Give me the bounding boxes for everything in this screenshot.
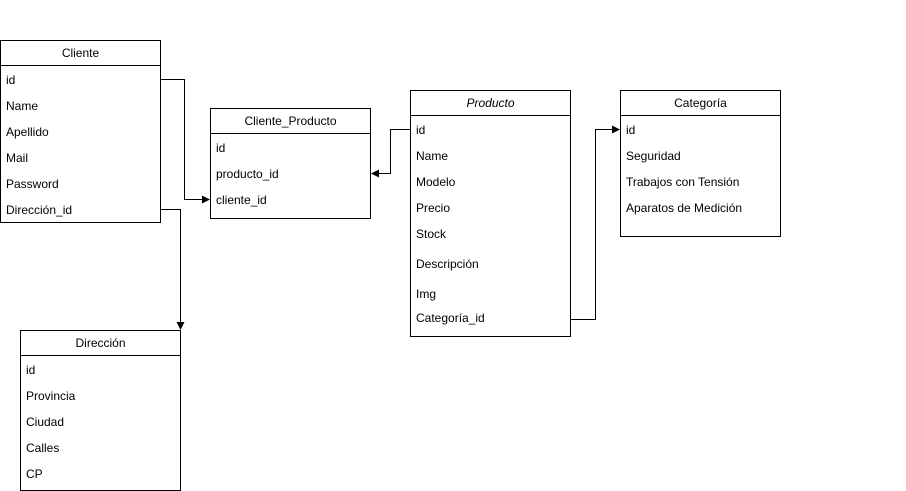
field-producto-descripcion: Descripción [416,257,479,271]
field-producto-modelo: Modelo [416,175,456,189]
field-direccion-cp: CP [26,467,43,481]
entity-cliente-producto-title: Cliente_Producto [211,109,370,134]
connector-producto-to-categoria [570,125,620,320]
field-direccion-id: id [26,363,36,377]
field-cliente-producto-producto-id: producto_id [216,167,279,181]
field-cliente-producto-cliente-id: cliente_id [216,193,267,207]
entity-cliente-title: Cliente [1,41,160,66]
entity-categoria-title: Categoría [621,91,780,116]
field-categoria-id: id [626,123,636,137]
connector-cliente-to-cliente-producto [160,79,210,204]
field-cliente-mail: Mail [6,151,29,165]
entity-cliente-producto[interactable]: Cliente_Producto id producto_id cliente_… [210,108,371,219]
entity-direccion-title: Dirección [21,331,180,356]
field-categoria-trabajos-con-tension: Trabajos con Tensión [626,175,740,189]
field-direccion-calles: Calles [26,441,60,455]
field-producto-stock: Stock [416,227,447,241]
field-cliente-password: Password [6,177,59,191]
connector-producto-to-cliente-producto [371,129,411,178]
field-direccion-provincia: Provincia [26,389,76,403]
entity-categoria[interactable]: Categoría id Seguridad Trabajos con Tens… [620,90,781,237]
field-producto-categoria-id: Categoría_id [416,311,485,325]
field-producto-id: id [416,123,426,137]
connector-cliente-to-direccion [160,209,185,330]
field-producto-precio: Precio [416,201,451,215]
field-cliente-producto-id: id [216,141,226,155]
entity-producto[interactable]: Producto id Name Modelo Precio Stock Des… [410,90,571,337]
field-cliente-direccion-id: Dirección_id [6,203,73,217]
field-cliente-id: id [6,73,16,87]
field-direccion-ciudad: Ciudad [26,415,65,429]
entity-producto-title: Producto [411,91,570,116]
field-cliente-apellido: Apellido [6,125,49,139]
field-categoria-seguridad: Seguridad [626,149,681,163]
entity-cliente[interactable]: Cliente id Name Apellido Mail Password D… [0,40,161,223]
field-categoria-aparatos-de-medicion: Aparatos de Medición [626,201,743,215]
field-producto-name: Name [416,149,449,163]
field-cliente-name: Name [6,99,39,113]
field-producto-img: Img [416,287,437,301]
entity-direccion[interactable]: Dirección id Provincia Ciudad Calles CP [20,330,181,491]
